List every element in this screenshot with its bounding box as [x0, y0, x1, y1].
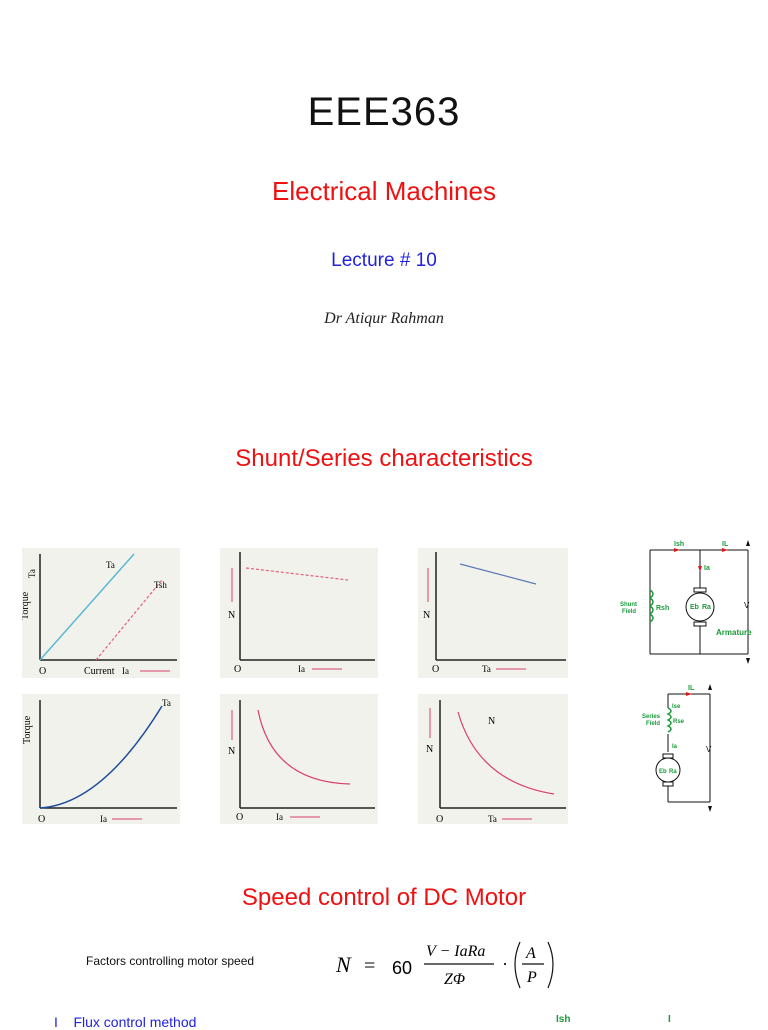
svg-text:Eb: Eb [690, 604, 699, 611]
svg-text:N: N [228, 610, 235, 621]
svg-text:Ish: Ish [674, 541, 684, 548]
svg-text:N: N [426, 744, 433, 755]
svg-text:Ia: Ia [298, 664, 305, 674]
svg-text:O: O [39, 666, 46, 677]
author-name: Dr Atiqur Rahman [324, 310, 444, 327]
svg-text:·: · [502, 954, 508, 974]
svg-text:V − IaRa: V − IaRa [426, 943, 485, 960]
plot-line-tsh [95, 579, 163, 661]
svg-text:Series: Series [642, 714, 661, 720]
svg-text:Rsh: Rsh [656, 605, 669, 612]
svg-text:Ia: Ia [672, 744, 678, 750]
svg-text:Ta: Ta [27, 569, 37, 578]
series-motor-circuit: IL Ise Series Field Rse Ia Eb Ra V [642, 684, 712, 812]
svg-text:Ia: Ia [100, 814, 107, 824]
bullet-flux-control: I Flux control method [54, 1014, 196, 1030]
bullet-marker: I [54, 1014, 58, 1030]
svg-text:Ta: Ta [106, 560, 115, 570]
svg-text:N: N [228, 746, 235, 757]
svg-text:Ta: Ta [488, 814, 497, 824]
plot-speed-current-series: N O Ia [220, 694, 378, 824]
svg-text:Ra: Ra [702, 604, 711, 611]
plot-curve-ta [39, 705, 163, 809]
svg-text:O: O [432, 664, 439, 675]
svg-text:Field: Field [646, 721, 660, 727]
svg-text:N: N [423, 610, 430, 621]
svg-text:60: 60 [392, 958, 412, 978]
section-heading-characteristics: Shunt/Series characteristics [235, 445, 533, 472]
plot-torque-current-shunt: Torque Ta O Current Ia Ta Tsh [22, 548, 180, 678]
plot-torque-current-series: Torque O Ia Ta [22, 694, 180, 824]
svg-text:Torque: Torque [22, 715, 33, 744]
svg-text:Ta: Ta [482, 664, 491, 674]
svg-text:P: P [526, 969, 537, 986]
plot-curve-speed [257, 709, 351, 785]
svg-text:IL: IL [722, 541, 729, 548]
svg-text:O: O [236, 812, 243, 823]
svg-text:Tsh: Tsh [154, 580, 167, 590]
svg-text:Ia: Ia [122, 666, 129, 676]
svg-text:Rse: Rse [673, 719, 685, 725]
y-axis-label: Torque [22, 591, 31, 620]
svg-text:V: V [706, 745, 712, 754]
plot-line-ta [39, 553, 135, 661]
svg-text:Ra: Ra [669, 769, 677, 775]
svg-text:ZΦ: ZΦ [444, 971, 465, 988]
course-title: Electrical Machines [272, 176, 496, 206]
bullet-text: Flux control method [73, 1014, 197, 1030]
plot-speed-torque-series: N O Ta N [418, 694, 568, 824]
series-field-coil [666, 707, 672, 733]
shunt-motor-circuit: Ish IL Ia Shunt Field Rsh Eb Ra Armature… [620, 540, 752, 664]
plot-line-speed-torque [459, 563, 537, 585]
svg-text:Eb: Eb [659, 769, 667, 775]
plot-speed-torque-shunt: N O Ta [418, 548, 568, 678]
svg-text:Ise: Ise [672, 704, 681, 710]
svg-text:N: N [488, 716, 495, 727]
svg-text:O: O [234, 664, 241, 675]
svg-text:Ta: Ta [162, 698, 171, 708]
course-code: EEE363 [307, 90, 461, 134]
svg-text:Ia: Ia [276, 812, 283, 822]
svg-text:Ia: Ia [704, 565, 710, 572]
cut-label-ish: Ish [556, 1014, 571, 1025]
shunt-field-coil [648, 589, 654, 623]
plot-curve-speed-torque [457, 711, 555, 795]
plot-line-speed [245, 567, 349, 581]
svg-text:O: O [436, 814, 443, 824]
section-heading-speed-control: Speed control of DC Motor [241, 884, 527, 911]
svg-text:Current: Current [84, 666, 115, 677]
svg-text:Field: Field [622, 609, 636, 615]
svg-text:=: = [364, 955, 375, 977]
svg-text:A: A [525, 945, 536, 962]
svg-text:O: O [38, 814, 45, 824]
svg-text:N: N [335, 952, 352, 977]
svg-text:Armature: Armature [716, 628, 752, 637]
svg-text:IL: IL [688, 685, 695, 692]
lecture-number: Lecture # 10 [331, 250, 437, 271]
plot-speed-current-shunt: N O Ia [220, 548, 378, 678]
speed-formula: N = 60 V − IaRa ZΦ · A P [335, 941, 554, 989]
svg-text:V: V [744, 601, 750, 610]
cut-label-i: I [668, 1014, 671, 1025]
svg-text:Shunt: Shunt [620, 602, 637, 608]
factors-label: Factors controlling motor speed [86, 954, 255, 968]
